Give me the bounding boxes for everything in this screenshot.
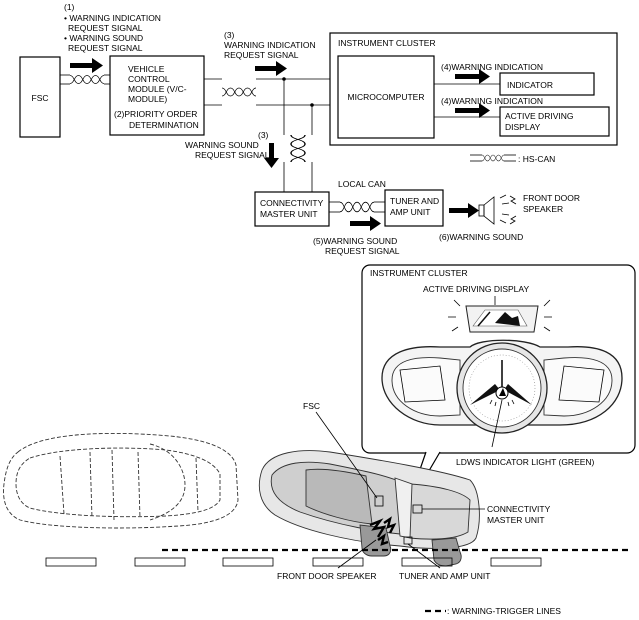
- svg-text:(5)WARNING SOUND: (5)WARNING SOUND: [313, 236, 397, 246]
- fsc-leader: [315, 411, 378, 499]
- instrument-cluster-title: INSTRUMENT CLUSTER: [338, 38, 436, 48]
- svg-text:CONTROL: CONTROL: [128, 74, 170, 84]
- svg-text:FRONT DOOR: FRONT DOOR: [523, 193, 580, 203]
- fsc-vcm-hscan-wire: [60, 74, 110, 85]
- tuner-amp-leader: [407, 543, 441, 569]
- svg-text:WARNING SOUND: WARNING SOUND: [185, 140, 259, 150]
- svg-text:REQUEST SIGNAL: REQUEST SIGNAL: [68, 43, 143, 53]
- fsc-label: FSC: [32, 93, 49, 103]
- svg-text:DETERMINATION: DETERMINATION: [129, 120, 199, 130]
- svg-text:VEHICLE: VEHICLE: [128, 64, 165, 74]
- svg-text:SPEAKER: SPEAKER: [523, 204, 563, 214]
- svg-text:ACTIVE DRIVING: ACTIVE DRIVING: [505, 111, 573, 121]
- svg-text:(2)PRIORITY ORDER: (2)PRIORITY ORDER: [114, 109, 197, 119]
- svg-text:AMP UNIT: AMP UNIT: [390, 207, 430, 217]
- vehicle-illustration: INSTRUMENT CLUSTER ACTIVE DRIVING DISPLA…: [3, 264, 636, 616]
- svg-text:• WARNING SOUND: • WARNING SOUND: [64, 33, 143, 43]
- svg-text:• WARNING INDICATION: • WARNING INDICATION: [64, 13, 161, 23]
- vehicle-car-illustration: [258, 450, 480, 567]
- ldws-indicator-label: LDWS INDICATOR LIGHT (GREEN): [456, 457, 595, 467]
- fsc-illustration-label: FSC: [303, 401, 320, 411]
- speaker-label: FRONT DOOR SPEAKER: [523, 193, 580, 214]
- vehicle-control-module-label: VEHICLE CONTROL MODULE (V/C- MODULE) (2)…: [114, 64, 199, 130]
- signal-4-display-label: (4)WARNING INDICATION: [441, 96, 543, 106]
- svg-text:CONNECTIVITY: CONNECTIVITY: [260, 198, 324, 208]
- indicator-label: INDICATOR: [507, 80, 553, 90]
- instrument-cluster-illustration: [381, 339, 623, 448]
- svg-text:WARNING INDICATION: WARNING INDICATION: [224, 40, 316, 50]
- local-can-label: LOCAL CAN: [338, 179, 386, 189]
- ldws-indicator-icon: [499, 388, 506, 396]
- block-diagram: FSC (1) • WARNING INDICATION REQUEST SIG…: [19, 2, 618, 256]
- signal-3-indication-arrow-icon: [255, 61, 287, 76]
- front-door-speaker-illustration-label: FRONT DOOR SPEAKER: [277, 571, 377, 581]
- signal-6-arrow-icon: [449, 203, 479, 218]
- signal-3-sound-label: (3) WARNING SOUND REQUEST SIGNAL: [185, 130, 270, 160]
- svg-text:REQUEST SIGNAL: REQUEST SIGNAL: [325, 246, 400, 256]
- signal-6-label: (6)WARNING SOUND: [439, 232, 523, 242]
- connectivity-illustration-label: CONNECTIVITY MASTER UNIT: [487, 504, 551, 525]
- vehicle-control-module-box: [109, 55, 205, 136]
- svg-text:MASTER UNIT: MASTER UNIT: [260, 209, 318, 219]
- signal-4-display-arrow-icon: [455, 103, 490, 118]
- svg-text:CONNECTIVITY: CONNECTIVITY: [487, 504, 551, 514]
- vcm-bus-hscan-wire: [204, 77, 338, 192]
- local-can-wire: [329, 201, 385, 213]
- active-driving-display-illustration: [448, 296, 552, 333]
- active-driving-display-box: [499, 106, 610, 137]
- active-driving-display-callout-label: ACTIVE DRIVING DISPLAY: [423, 284, 529, 294]
- svg-text:DISPLAY: DISPLAY: [505, 122, 541, 132]
- connectivity-master-unit-box: [254, 191, 330, 227]
- warning-trigger-legend-label: : WARNING-TRIGGER LINES: [447, 606, 561, 616]
- hscan-legend: : HS-CAN: [470, 154, 555, 164]
- svg-text:(3): (3): [258, 130, 269, 140]
- speaker-leader: [337, 539, 377, 569]
- signal-3-sound-arrow-icon: [264, 143, 279, 168]
- cluster-callout-title: INSTRUMENT CLUSTER: [370, 268, 468, 278]
- indicator-box: [499, 72, 595, 96]
- svg-text:MODULE): MODULE): [128, 94, 167, 104]
- speaker-icon: [478, 194, 517, 225]
- active-driving-display-label: ACTIVE DRIVING DISPLAY: [505, 111, 573, 132]
- tuner-amp-unit-box: [384, 189, 444, 227]
- fsc-box: [19, 56, 61, 138]
- svg-text:TUNER AND: TUNER AND: [390, 196, 439, 206]
- svg-text:MASTER UNIT: MASTER UNIT: [487, 515, 545, 525]
- signal-5-label: (5)WARNING SOUND REQUEST SIGNAL: [313, 236, 400, 256]
- microcomputer-label: MICROCOMPUTER: [348, 92, 425, 102]
- lane-markings: [45, 557, 542, 567]
- fsc-unit-marker: [374, 495, 384, 507]
- signal-4-indicator-arrow-icon: [455, 69, 490, 84]
- svg-text:REQUEST SIGNAL: REQUEST SIGNAL: [195, 150, 270, 160]
- connectivity-master-unit-label: CONNECTIVITY MASTER UNIT: [260, 198, 324, 219]
- svg-text:(1): (1): [64, 2, 75, 12]
- svg-text:REQUEST SIGNAL: REQUEST SIGNAL: [224, 50, 299, 60]
- svg-text:(3): (3): [224, 30, 235, 40]
- signal-1-arrow-icon: [70, 58, 103, 73]
- microcomputer-box: [337, 55, 435, 139]
- tuner-amp-unit-label: TUNER AND AMP UNIT: [390, 196, 439, 217]
- signal-1-label: (1) • WARNING INDICATION REQUEST SIGNAL …: [64, 2, 161, 53]
- svg-text:REQUEST SIGNAL: REQUEST SIGNAL: [68, 23, 143, 33]
- svg-text:: HS-CAN: : HS-CAN: [518, 154, 555, 164]
- svg-text:MODULE (V/C-: MODULE (V/C-: [128, 84, 187, 94]
- tuner-amp-illustration-label: TUNER AND AMP UNIT: [399, 571, 490, 581]
- signal-5-arrow-icon: [350, 216, 381, 231]
- signal-4-indicator-label: (4)WARNING INDICATION: [441, 62, 543, 72]
- signal-3-indication-label: (3) WARNING INDICATION REQUEST SIGNAL: [224, 30, 316, 60]
- ghost-car-outline: [3, 432, 239, 529]
- speaker-sound-icon: [369, 516, 397, 546]
